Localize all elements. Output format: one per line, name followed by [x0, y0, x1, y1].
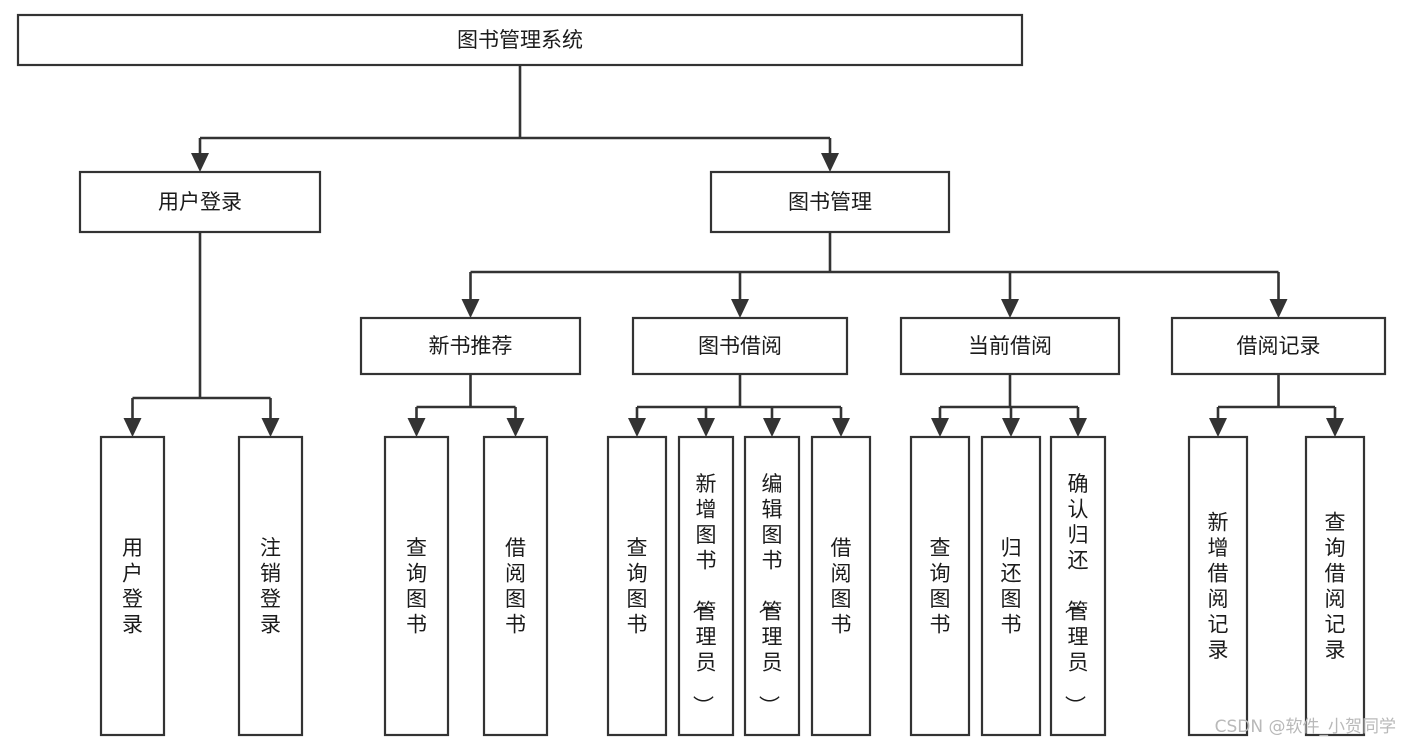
node-leaf-logout[interactable]: 注销登录 — [237, 435, 304, 737]
node-box-borrow-record — [1170, 316, 1387, 376]
link-current-borrow-to-leaf-query-book-current-arrow-icon — [931, 418, 949, 437]
link-new-book-recommend-to-leaf-query-book-recommend-arrow-icon — [407, 418, 426, 437]
node-box-user-login — [78, 170, 322, 234]
node-box-leaf-return-book — [980, 435, 1042, 737]
link-current-borrow-to-leaf-return-book-arrow-icon — [1002, 418, 1020, 437]
link-user-login-to-leaf-user-login-arrow-icon — [123, 418, 142, 437]
link-borrow-record-to-leaf-query-borrow-record-arrow-icon — [1326, 418, 1344, 437]
node-label-leaf-add-book-admin: 新增图书（管理员） — [691, 472, 717, 716]
node-label-user-login: 用户登录 — [158, 190, 242, 214]
node-leaf-query-book-recommend[interactable]: 查询图书 — [383, 435, 450, 737]
node-box-leaf-query-book-recommend — [383, 435, 450, 737]
node-box-leaf-logout — [237, 435, 304, 737]
node-label-leaf-borrow-book: 借阅图书 — [831, 536, 852, 637]
node-new-book-recommend[interactable]: 新书推荐 — [359, 316, 582, 376]
node-leaf-confirm-return-admin[interactable]: 确认归还（管理员） — [1049, 435, 1107, 737]
node-box-leaf-confirm-return-admin — [1049, 435, 1107, 737]
node-label-current-borrow: 当前借阅 — [968, 334, 1052, 358]
node-box-current-borrow — [899, 316, 1121, 376]
node-box-leaf-edit-book-admin — [743, 435, 801, 737]
link-book-borrow-to-leaf-edit-book-admin-arrow-icon — [763, 418, 781, 437]
node-layer: 图书管理系统用户登录图书管理新书推荐图书借阅当前借阅借阅记录用户登录注销登录查询… — [16, 13, 1387, 737]
link-book-manage-to-new-book-recommend-arrow-icon — [461, 299, 480, 318]
node-box-root — [16, 13, 1024, 67]
link-user-login-to-leaf-logout-arrow-icon — [261, 418, 280, 437]
node-label-leaf-query-book-recommend: 查询图书 — [406, 536, 427, 637]
link-root-to-user-login-arrow-icon — [191, 153, 209, 172]
node-root[interactable]: 图书管理系统 — [16, 13, 1024, 67]
node-label-leaf-add-borrow-record: 新增借阅记录 — [1208, 510, 1229, 662]
node-box-leaf-borrow-book-recommend — [482, 435, 549, 737]
node-label-new-book-recommend: 新书推荐 — [429, 334, 513, 358]
node-box-leaf-query-borrow-record — [1304, 435, 1366, 737]
node-label-leaf-logout: 注销登录 — [260, 536, 281, 637]
node-leaf-query-book-borrow[interactable]: 查询图书 — [606, 435, 668, 737]
node-label-leaf-borrow-book-recommend: 借阅图书 — [505, 536, 526, 637]
node-box-leaf-add-book-admin — [677, 435, 735, 737]
link-new-book-recommend-to-leaf-borrow-book-recommend-arrow-icon — [506, 418, 525, 437]
node-box-leaf-borrow-book — [810, 435, 872, 737]
node-label-leaf-query-borrow-record: 查询借阅记录 — [1325, 510, 1346, 662]
node-leaf-borrow-book[interactable]: 借阅图书 — [810, 435, 872, 737]
node-label-leaf-query-book-current: 查询图书 — [930, 536, 951, 637]
node-leaf-query-book-current[interactable]: 查询图书 — [909, 435, 971, 737]
link-borrow-record-to-leaf-add-borrow-record-arrow-icon — [1209, 418, 1227, 437]
node-book-borrow[interactable]: 图书借阅 — [631, 316, 849, 376]
node-leaf-add-book-admin[interactable]: 新增图书（管理员） — [677, 435, 735, 737]
node-leaf-return-book[interactable]: 归还图书 — [980, 435, 1042, 737]
node-leaf-edit-book-admin[interactable]: 编辑图书（管理员） — [743, 435, 801, 737]
node-box-leaf-query-book-current — [909, 435, 971, 737]
node-label-borrow-record: 借阅记录 — [1237, 334, 1321, 358]
node-book-manage[interactable]: 图书管理 — [709, 170, 951, 234]
node-box-leaf-query-book-borrow — [606, 435, 668, 737]
node-label-leaf-return-book: 归还图书 — [1001, 536, 1022, 637]
node-label-root: 图书管理系统 — [457, 28, 583, 52]
node-label-leaf-user-login: 用户登录 — [122, 536, 143, 637]
node-user-login[interactable]: 用户登录 — [78, 170, 322, 234]
node-box-leaf-user-login — [99, 435, 166, 737]
node-box-book-manage — [709, 170, 951, 234]
node-box-leaf-add-borrow-record — [1187, 435, 1249, 737]
link-book-borrow-to-leaf-query-book-borrow-arrow-icon — [628, 418, 646, 437]
link-book-manage-to-borrow-record-arrow-icon — [1269, 299, 1288, 318]
link-book-borrow-to-leaf-add-book-admin-arrow-icon — [697, 418, 715, 437]
connector-layer — [123, 65, 1344, 437]
node-leaf-borrow-book-recommend[interactable]: 借阅图书 — [482, 435, 549, 737]
link-book-manage-to-book-borrow-arrow-icon — [731, 299, 749, 318]
node-box-new-book-recommend — [359, 316, 582, 376]
link-current-borrow-to-leaf-confirm-return-admin-arrow-icon — [1069, 418, 1087, 437]
node-current-borrow[interactable]: 当前借阅 — [899, 316, 1121, 376]
node-label-leaf-confirm-return-admin: 确认归还（管理员） — [1063, 472, 1089, 716]
node-label-book-manage: 图书管理 — [788, 190, 872, 214]
node-box-book-borrow — [631, 316, 849, 376]
node-leaf-add-borrow-record[interactable]: 新增借阅记录 — [1187, 435, 1249, 737]
node-label-leaf-edit-book-admin: 编辑图书（管理员） — [757, 472, 783, 716]
csdn-watermark: CSDN @软件_小贺同学 — [1215, 717, 1396, 737]
node-label-leaf-query-book-borrow: 查询图书 — [627, 536, 648, 637]
link-book-borrow-to-leaf-borrow-book-arrow-icon — [832, 418, 850, 437]
node-leaf-query-borrow-record[interactable]: 查询借阅记录 — [1304, 435, 1366, 737]
link-book-manage-to-current-borrow-arrow-icon — [1001, 299, 1019, 318]
link-root-to-book-manage-arrow-icon — [821, 153, 839, 172]
node-label-book-borrow: 图书借阅 — [698, 334, 782, 358]
node-borrow-record[interactable]: 借阅记录 — [1170, 316, 1387, 376]
node-leaf-user-login[interactable]: 用户登录 — [99, 435, 166, 737]
